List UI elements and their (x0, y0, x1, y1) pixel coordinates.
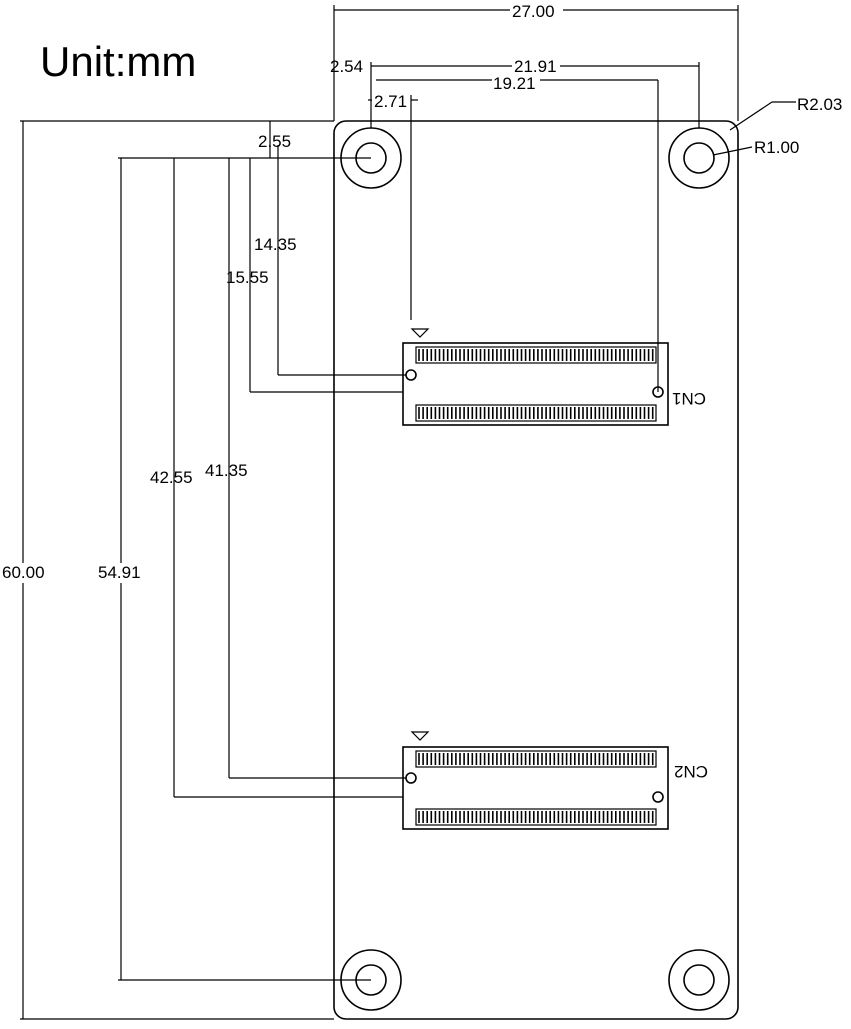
dim-hole-y: 2.55 (258, 132, 291, 151)
connector-cn2 (402, 731, 669, 830)
dim-corner-radius: R2.03 (797, 95, 842, 114)
dim-cn1-pin1-y: 14.35 (254, 235, 297, 254)
dim-board-width: 27.00 (512, 2, 555, 21)
unit-label: Unit:mm (40, 38, 197, 85)
mounting-hole-bottom-right (668, 949, 730, 1011)
dim-bottom-hole-y: 54.91 (98, 563, 141, 582)
connector-cn1 (402, 328, 669, 426)
dim-cn2-pin2-y: 42.55 (150, 468, 193, 487)
dim-board-height: 60.00 (2, 563, 45, 582)
cn2-label: CN2 (674, 762, 708, 781)
dim-connector-pin-span: 19.21 (493, 74, 536, 93)
dim-cn1-pin2-y: 15.55 (226, 268, 269, 287)
dim-hole-radius: R1.00 (754, 138, 799, 157)
dim-connector-x: 2.71 (374, 92, 407, 111)
dim-hole-span-x: 21.91 (514, 57, 557, 76)
cn1-label: CN1 (672, 389, 706, 408)
dim-hole-x: 2.54 (330, 57, 363, 76)
mounting-hole-top-right (668, 127, 730, 189)
board-outline (333, 120, 739, 1020)
dim-cn2-pin1-y: 41.35 (205, 461, 248, 480)
